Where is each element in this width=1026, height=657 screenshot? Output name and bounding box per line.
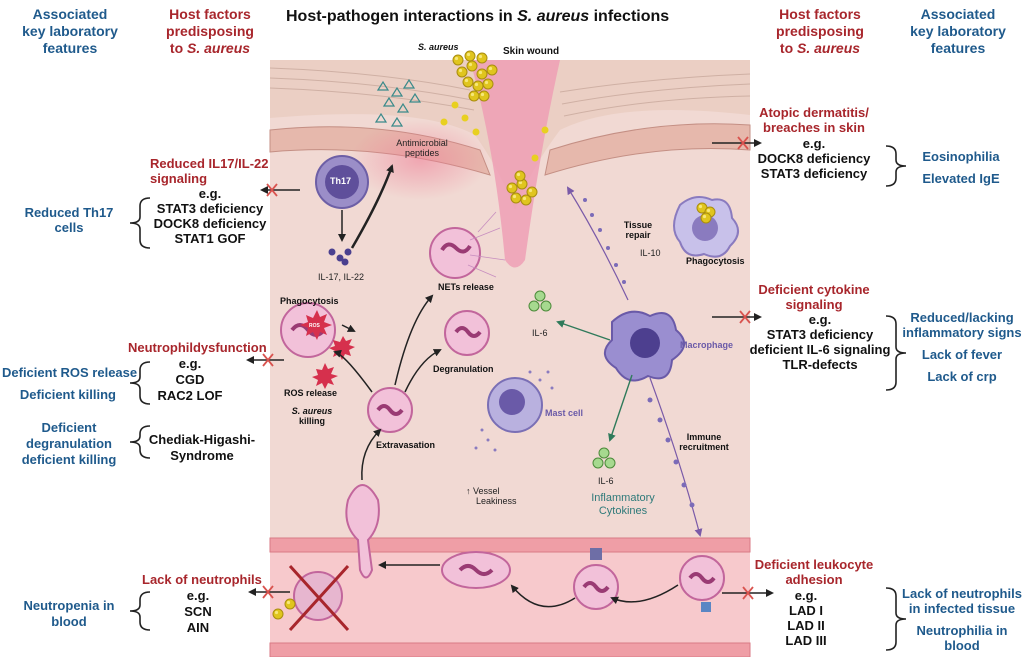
brace-icon <box>129 591 151 631</box>
neutrophil-icon <box>444 310 490 356</box>
label-il6-top: IL-6 <box>532 328 548 338</box>
label-mast-cell: Mast cell <box>545 408 584 418</box>
label-th17: Th17 <box>330 176 352 186</box>
label-macrophage: Macrophage <box>680 340 734 350</box>
label-skin-wound: Skin wound <box>503 46 560 57</box>
brace-icon <box>129 361 151 405</box>
page-title: Host-pathogen interactions in S. aureus … <box>286 8 670 25</box>
brace-icon <box>885 145 907 187</box>
left-group-4-examples: e.g. SCN AIN <box>184 588 212 635</box>
mast-cell-icon <box>487 377 543 433</box>
blood-vessel-icon <box>269 537 751 657</box>
inhibit-x-icon <box>739 310 751 324</box>
label-extravasation: Extravasation <box>376 440 436 450</box>
brace-icon <box>129 425 151 459</box>
inhibit-x-icon <box>737 136 749 150</box>
label-degranulation: Degranulation <box>433 364 494 374</box>
macrophage-icon <box>673 195 739 258</box>
cytokine-icon <box>528 290 616 469</box>
inhibit-x-icon <box>262 585 274 599</box>
label-il6-bottom: IL-6 <box>598 476 614 486</box>
inhibit-x-icon <box>742 586 754 600</box>
left-group-2-condition: Neutrophildysfunction <box>128 340 267 355</box>
macrophage-icon <box>604 310 685 382</box>
neutrophil-icon <box>345 484 380 579</box>
right-group-1-examples: e.g. DOCK8 deficiency STAT3 deficiency <box>757 136 871 181</box>
label-il10: IL-10 <box>640 248 661 258</box>
left-group-3-examples: Chediak-Higashi-Syndrome <box>148 432 256 463</box>
neutrophil-icon <box>573 564 619 610</box>
brace-icon <box>129 197 151 249</box>
skin-wound <box>470 60 560 268</box>
brace-icon <box>885 315 907 391</box>
neutrophil-icon <box>441 551 511 589</box>
neutrophil-icon <box>679 555 725 601</box>
label-il17: IL-17, IL-22 <box>318 272 365 282</box>
right-group-1-condition: Atopic dermatitis/breaches in skin <box>759 105 869 135</box>
right-group-2-examples: e.g. STAT3 deficiency deficient IL-6 sig… <box>749 312 891 372</box>
th17-cell-icon <box>315 155 369 209</box>
label-ros: ROS <box>309 323 320 329</box>
left-group-2-examples: e.g. CGD RAC2 LOF <box>157 356 223 403</box>
inhibit-x-icon <box>262 353 274 367</box>
inhibit-x-icon <box>266 183 278 197</box>
antimicrobial-peptides-icon <box>374 78 422 127</box>
label-ros-release: ROS release <box>284 388 338 398</box>
left-group-1-examples: e.g. STAT3 deficiency DOCK8 deficiency S… <box>153 186 267 246</box>
label-phagocytosis-right: Phagocytosis <box>686 256 745 266</box>
neutrophil-icon <box>367 387 413 433</box>
label-nets: NETs release <box>438 282 494 292</box>
label-phagocytosis-left: Phagocytosis <box>280 296 339 306</box>
right-group-3-examples: e.g. LAD I LAD II LAD III <box>785 588 827 648</box>
brace-icon <box>885 587 907 651</box>
neutrophil-icon <box>429 211 506 279</box>
label-s-aureus: S. aureus <box>418 42 459 52</box>
left-group-4-condition: Lack of neutrophils <box>142 572 262 587</box>
